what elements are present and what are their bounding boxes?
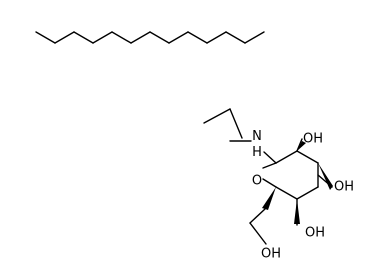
ring-bond <box>275 150 298 164</box>
ring-bond <box>262 178 277 188</box>
oh-c2-label: OH <box>303 132 323 147</box>
chain-bond <box>187 31 208 44</box>
nh-label-line: H <box>252 145 262 160</box>
substituent-bonds <box>249 138 333 245</box>
chain-bond <box>149 31 170 44</box>
ring-bond <box>296 150 319 164</box>
oh-c4-label: OH <box>305 226 325 241</box>
oh-ch2-label: OH <box>261 247 281 262</box>
chain-bond <box>244 31 265 44</box>
ch2-oh-bond <box>249 222 267 245</box>
ring-bond <box>262 162 277 169</box>
n-c1-bond <box>263 151 277 164</box>
chain-bond <box>111 31 132 44</box>
ring-bond <box>296 186 319 200</box>
chain-bond <box>73 31 94 44</box>
linker-bonds <box>229 140 277 164</box>
chain-bond <box>203 108 231 124</box>
c2-oh-bond <box>296 138 303 152</box>
chain-bond <box>206 31 227 44</box>
ring-bond <box>275 186 298 200</box>
wedge-bond-c3-oh <box>318 163 333 190</box>
ring-o-label: O <box>252 174 262 189</box>
chain-bond <box>130 31 151 44</box>
chain-bond <box>168 31 189 44</box>
wedge-bond-c2-oh <box>297 141 306 151</box>
chain-bond <box>54 31 75 44</box>
wedge-bond-c5-ch2 <box>262 187 276 210</box>
oh-c3-label: OH <box>334 180 354 195</box>
chain-bond <box>225 31 246 44</box>
c3-oh-bond <box>317 174 333 188</box>
chain-bond <box>35 31 56 44</box>
chain-bond <box>92 31 113 44</box>
chain-bond <box>229 108 243 139</box>
alkyl-chain <box>35 31 265 139</box>
ch2-bond <box>249 208 266 224</box>
